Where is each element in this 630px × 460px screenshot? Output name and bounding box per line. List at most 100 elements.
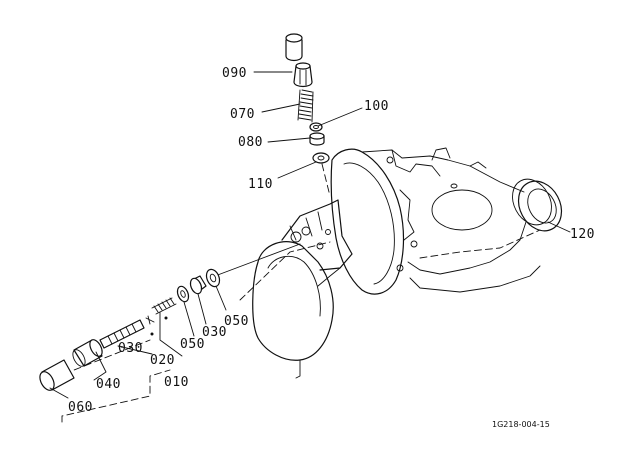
- housing-port-opening: [431, 189, 493, 231]
- seal-alignment-line: [419, 229, 541, 259]
- washer-100-ring: [309, 122, 323, 132]
- washer-050-right-hole: [209, 273, 217, 283]
- document-reference: 1G218-004-15: [492, 420, 550, 429]
- pin-020-dot-2: [150, 332, 154, 336]
- housing-lug: [469, 161, 487, 169]
- oil-seal-120: [512, 178, 563, 232]
- washer-100-hole: [313, 125, 319, 129]
- washer-110: [312, 152, 330, 164]
- horizontal-centerline: [63, 241, 331, 375]
- assembly-axis-line: [214, 243, 301, 277]
- callout-110: 110: [248, 177, 273, 192]
- leader-030-right: [197, 293, 207, 325]
- rear-flange-rim: [343, 162, 395, 285]
- callout-060: 060: [68, 400, 93, 415]
- callout-090: 090: [222, 66, 247, 81]
- nut-030-right-face: [189, 277, 203, 295]
- housing-base-contour: [409, 265, 541, 293]
- oil-seal-inner-ring: [527, 188, 557, 224]
- housing-casting: [252, 147, 541, 379]
- callout-020: 020: [150, 353, 175, 368]
- leader-050-right: [215, 285, 227, 311]
- housing-upper-edge: [281, 199, 353, 271]
- spring-030: [151, 297, 177, 315]
- adjuster-040-face: [89, 339, 103, 357]
- washer-050-middle: [176, 285, 190, 303]
- spring-070-outline: [297, 89, 314, 123]
- callout-120: 120: [570, 227, 595, 242]
- spring-070-coils: [298, 89, 314, 121]
- callout-030-right: 030: [202, 325, 227, 340]
- cap-060-end: [39, 371, 55, 391]
- housing-side-detail: [399, 189, 415, 241]
- washer-050-middle-hole: [180, 290, 186, 298]
- flange-bolt-1: [396, 264, 404, 272]
- leader-040: [93, 351, 107, 381]
- oil-seal-outer-ring: [517, 180, 563, 232]
- nut-080-top: [309, 132, 325, 140]
- nut-080: [309, 132, 325, 146]
- leader-080: [267, 137, 311, 143]
- bolt-boss-2: [301, 226, 311, 236]
- oil-seal-back-edge: [512, 178, 552, 226]
- callout-050-right: 050: [224, 314, 249, 329]
- valve-stem-010: [99, 319, 145, 349]
- washer-050-middle-ring: [176, 285, 190, 303]
- leader-060: [49, 387, 69, 399]
- housing-boss-top: [431, 147, 451, 161]
- spring-030-outline: [151, 297, 177, 315]
- leader-050-middle: [183, 301, 195, 337]
- plug-nut-body: [293, 65, 313, 88]
- bolt-boss-4: [325, 229, 331, 235]
- callout-labels: 090 070 100 080 110 120 050 030 050 030 …: [68, 66, 595, 415]
- leader-020: [159, 311, 183, 357]
- plug-nut: [293, 62, 313, 88]
- leader-030-left: [117, 345, 153, 355]
- callout-040: 040: [96, 377, 121, 392]
- cap-060: [39, 359, 75, 391]
- washer-050-right-ring: [205, 268, 221, 288]
- spring-030-coils: [153, 297, 175, 313]
- valve-stem-threads: [107, 323, 137, 345]
- pin-020-mark: [145, 315, 155, 325]
- nut-030-right: [189, 275, 207, 295]
- housing-lower-edge: [295, 267, 341, 379]
- cap-090-top: [285, 33, 303, 43]
- spring-070: [297, 89, 314, 123]
- vertical-centerline: [321, 163, 331, 197]
- leader-010: [61, 369, 171, 423]
- plug-nut-top: [295, 62, 311, 70]
- callout-050-middle: 050: [180, 337, 205, 352]
- housing-top-contour: [361, 149, 525, 193]
- flange-bolt-3: [386, 156, 394, 164]
- washer-050-right: [205, 268, 221, 288]
- callout-010: 010: [164, 375, 189, 390]
- leader-100: [317, 107, 363, 127]
- cap-090-body: [285, 39, 303, 62]
- adjuster-040: [72, 339, 103, 367]
- leader-lines: [49, 71, 571, 423]
- callout-100: 100: [364, 99, 389, 114]
- housing-lower-contour: [407, 221, 527, 275]
- washer-100: [309, 122, 323, 132]
- callout-080: 080: [238, 135, 263, 150]
- adjuster-040-back: [72, 349, 86, 367]
- callout-070: 070: [230, 107, 255, 122]
- cap-090: [285, 33, 303, 62]
- washer-110-ring: [312, 152, 330, 164]
- flange-bolt-2: [410, 240, 418, 248]
- pin-020-dot-1: [164, 316, 168, 320]
- plug-nut-flats: [299, 69, 307, 86]
- leader-070: [261, 103, 301, 113]
- bolt-boss-3: [316, 242, 324, 250]
- washer-110-hole: [317, 155, 325, 161]
- callout-030-left: 030: [118, 341, 143, 356]
- leader-120: [547, 221, 571, 233]
- front-cover-rim: [267, 255, 321, 317]
- housing-upper-detail: [391, 149, 441, 177]
- leader-110: [277, 161, 317, 179]
- front-cover-outline: [252, 241, 334, 361]
- housing-ribs: [289, 211, 323, 241]
